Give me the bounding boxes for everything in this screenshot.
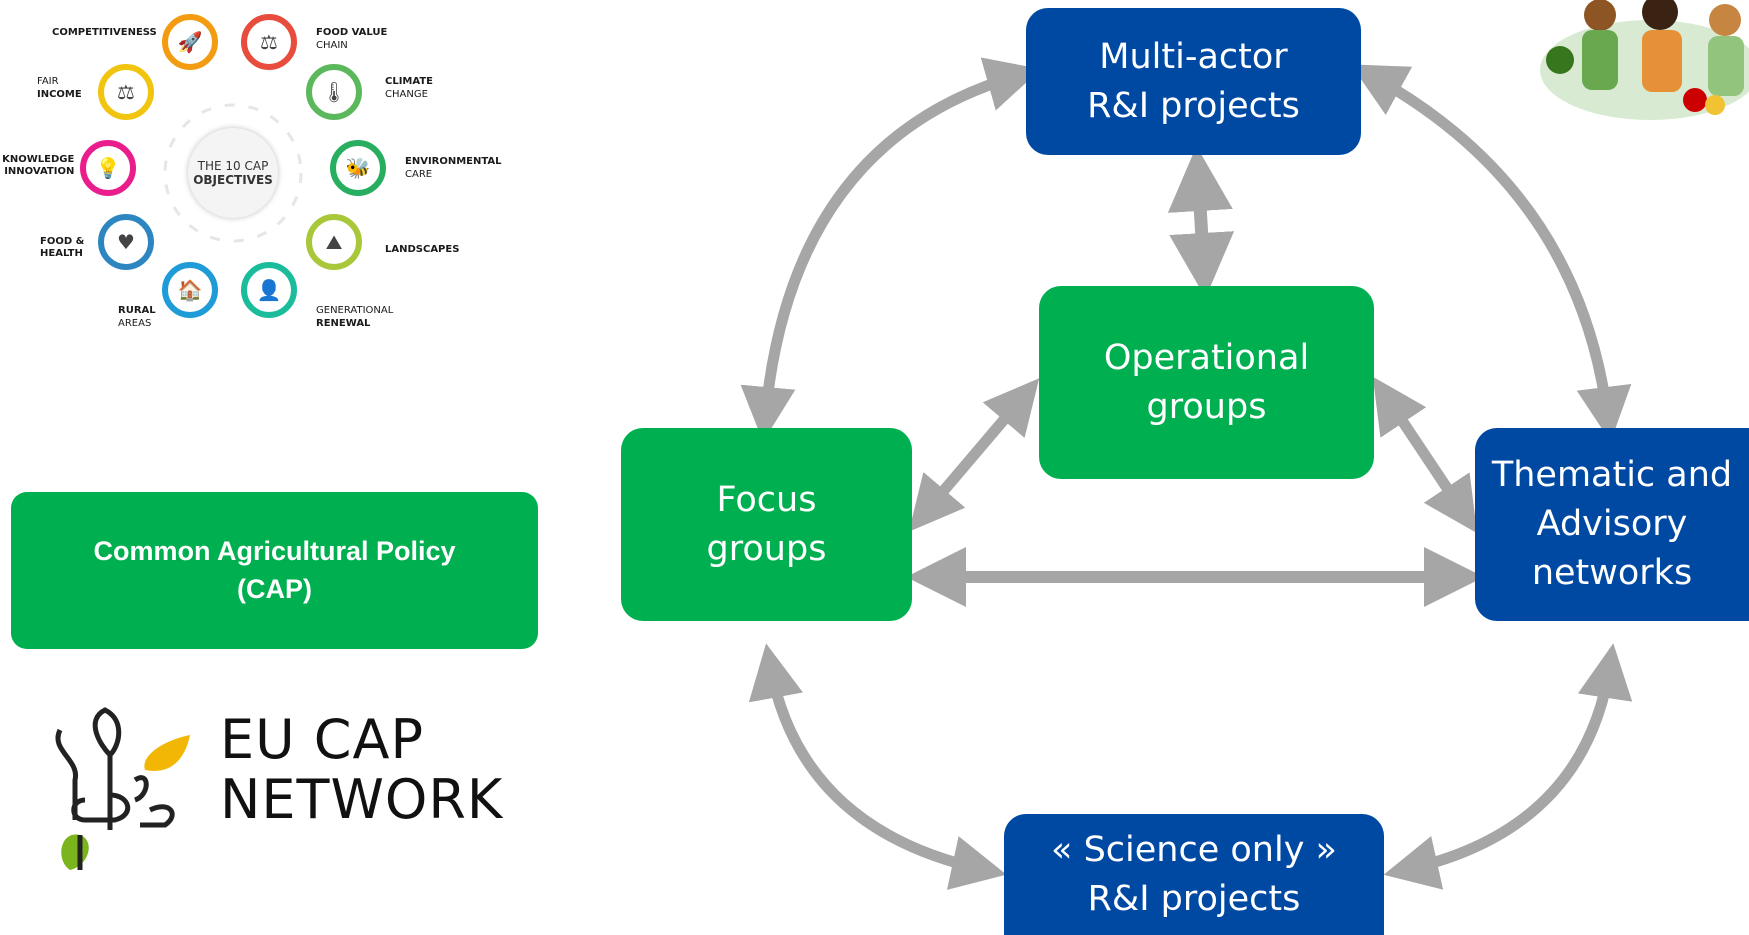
node-operational-label: Operational groups bbox=[1103, 337, 1310, 427]
globe-thermometer-icon: 🌡 bbox=[306, 64, 362, 120]
cap-label-box: Common Agricultural Policy (CAP) bbox=[11, 492, 538, 649]
node-operational-groups: Operational groups bbox=[1039, 286, 1374, 479]
node-thematic-label: Thematic and Advisory networks bbox=[1491, 455, 1733, 593]
cap-label: Common Agricultural Policy (CAP) bbox=[93, 535, 456, 604]
young-farmer-icon: 👤 bbox=[241, 262, 297, 318]
objective-competitiveness-label: COMPETITIVENESS bbox=[52, 27, 157, 38]
objective-food-value-sub: CHAIN bbox=[316, 40, 348, 51]
wheel-center-line2: OBJECTIVES bbox=[193, 173, 273, 187]
arrow-focus-science bbox=[748, 643, 1007, 890]
cap-objectives-wheel: THE 10 CAP OBJECTIVES 🚀 ⚖ ⚖ 🌡 💡 🐝 ♥ ⛰ 🏠 … bbox=[0, 0, 520, 340]
objective-fair-income-sub: FAIR bbox=[37, 76, 59, 87]
node-science-only-projects: « Science only » R&I projects bbox=[1004, 814, 1384, 935]
objective-generational-sub: GENERATIONAL bbox=[316, 305, 394, 316]
wheel-center: THE 10 CAP OBJECTIVES bbox=[188, 128, 278, 218]
node-focus-label: Focus groups bbox=[706, 479, 827, 569]
network-wordmark-line2: NETWORK bbox=[220, 768, 504, 831]
network-wordmark-line1: EU CAP bbox=[220, 708, 425, 771]
wheel-center-line1: THE 10 CAP bbox=[197, 159, 269, 173]
farmer-scale-icon: ⚖ bbox=[98, 64, 154, 120]
objective-environmental-label: ENVIRONMENTAL bbox=[405, 156, 502, 167]
node-focus-groups: Focus groups bbox=[621, 428, 912, 621]
eu-cap-network-logo: EU CAP NETWORK bbox=[40, 700, 520, 875]
objective-rural-label: RURAL bbox=[118, 305, 156, 316]
objective-climate-sub: CHANGE bbox=[385, 89, 428, 100]
objective-landscapes-label: LANDSCAPES bbox=[385, 244, 460, 255]
network-wordmark: EU CAP NETWORK bbox=[220, 710, 503, 830]
objective-food-health-label: FOOD & HEALTH bbox=[40, 236, 85, 259]
arrow-operational-focus bbox=[908, 378, 1040, 532]
rural-village-icon: 🏠 bbox=[162, 262, 218, 318]
arrow-multiactor-thematic bbox=[1350, 64, 1632, 442]
bee-icon: 🐝 bbox=[330, 140, 386, 196]
food-chain-icon: ⚖ bbox=[241, 14, 297, 70]
leaf-logo-graphic bbox=[55, 707, 190, 870]
objective-food-value-label: FOOD VALUE bbox=[316, 27, 388, 38]
arrow-multiactor-focus bbox=[740, 57, 1042, 442]
objective-rural-sub: AREAS bbox=[118, 318, 152, 329]
arrow-multiactor-operational bbox=[1167, 146, 1235, 298]
node-multi-actor-label: Multi-actor R&I projects bbox=[1087, 36, 1300, 126]
objective-environmental-sub: CARE bbox=[405, 169, 433, 180]
rocket-icon: 🚀 bbox=[162, 14, 218, 70]
node-science-only-label: « Science only » R&I projects bbox=[1051, 829, 1337, 919]
food-health-icon: ♥ bbox=[98, 214, 154, 270]
lightbulb-icon: 💡 bbox=[80, 140, 136, 196]
landscape-icon: ⛰ bbox=[306, 214, 362, 270]
node-multi-actor-projects: Multi-actor R&I projects bbox=[1026, 8, 1361, 155]
wheel-dashes bbox=[163, 103, 303, 243]
objective-knowledge-label: KNOWLEDGE & INNOVATION bbox=[0, 154, 75, 177]
node-thematic-advisory-networks: Thematic and Advisory networks bbox=[1475, 428, 1749, 621]
objective-generational-label: RENEWAL bbox=[316, 318, 371, 329]
arrow-thematic-science bbox=[1383, 643, 1633, 890]
arrow-operational-thematic bbox=[1372, 376, 1478, 534]
objective-fair-income-label: INCOME bbox=[37, 89, 82, 100]
objective-climate-label: CLIMATE bbox=[385, 76, 433, 87]
